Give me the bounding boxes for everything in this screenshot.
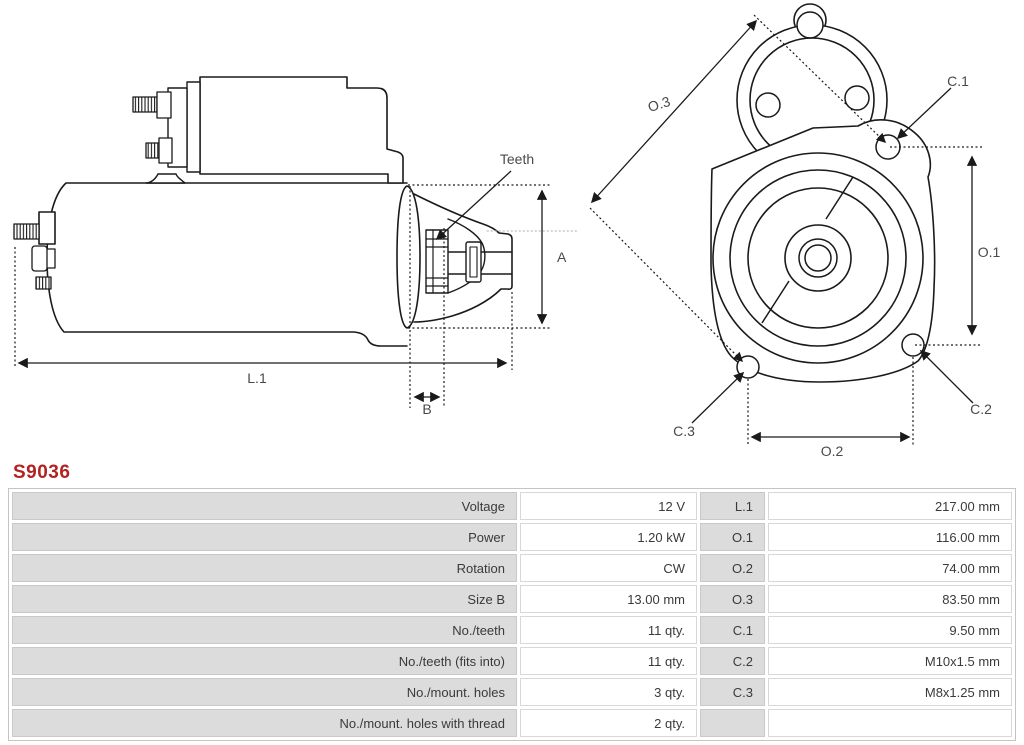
dim-c3-label: C.3 [673, 423, 695, 439]
spec-value-cell: 1.20 kW [520, 523, 697, 551]
dim-value-cell: 83.50 mm [768, 585, 1012, 613]
technical-drawing-area: Teeth A L.1 B [13, 3, 1001, 459]
dim-value-cell [768, 709, 1012, 737]
dim-value-cell: 9.50 mm [768, 616, 1012, 644]
spec-label-cell: No./mount. holes [12, 678, 517, 706]
dim-value-cell: 217.00 mm [768, 492, 1012, 520]
terminal-stud-small [35, 276, 52, 290]
solenoid-end-cap1 [186, 81, 201, 173]
solenoid-top-hole [796, 11, 824, 39]
c1-leader-line [896, 87, 952, 140]
dim-label-cell: O.2 [700, 554, 765, 582]
section-line-lower [761, 280, 790, 324]
dim-label-cell: C.2 [700, 647, 765, 675]
solenoid-side-hole-left [755, 92, 781, 118]
spec-value-cell: CW [520, 554, 697, 582]
spec-value-cell: 13.00 mm [520, 585, 697, 613]
terminal-nut [31, 245, 48, 272]
part-number: S9036 [13, 462, 71, 483]
housing-window [447, 218, 486, 294]
solenoid-body [199, 76, 404, 184]
solenoid-end-cap2 [167, 87, 188, 168]
solenoid-stud-lower-thread [145, 142, 160, 159]
side-view-dimensions [14, 170, 552, 408]
pinion-gear [425, 229, 449, 294]
dim-c1-label: C.1 [947, 73, 969, 89]
table-row: No./teeth 11 qty. C.1 9.50 mm [12, 616, 1012, 644]
table-row: No./mount. holes 3 qty. C.3 M8x1.25 mm [12, 678, 1012, 706]
solenoid-side-hole-right [844, 85, 870, 111]
table-row: Voltage 12 V L.1 217.00 mm [12, 492, 1012, 520]
dim-o1-label: O.1 [978, 244, 1001, 260]
spec-value-cell: 11 qty. [520, 616, 697, 644]
flange-face [396, 185, 421, 329]
spec-label-cell: No./teeth [12, 616, 517, 644]
c3-leader-line [691, 371, 745, 424]
c2-leader-line [919, 349, 974, 404]
solenoid-bracket [145, 173, 186, 184]
dim-a-label: A [557, 249, 567, 265]
spec-label-cell: Size B [12, 585, 517, 613]
solenoid-stud-upper-nut [156, 91, 172, 119]
dim-value-cell: M10x1.5 mm [768, 647, 1012, 675]
dim-l1-label: L.1 [247, 370, 267, 386]
mounting-flange-outline [710, 119, 936, 383]
dim-b-label: B [422, 401, 431, 417]
teeth-label: Teeth [500, 151, 534, 167]
teeth-leader-line [435, 170, 512, 241]
table-row: Size B 13.00 mm O.3 83.50 mm [12, 585, 1012, 613]
side-view-drawing [13, 76, 579, 347]
section-line-upper [825, 176, 854, 220]
dim-label-cell: O.3 [700, 585, 765, 613]
spec-value-cell: 2 qty. [520, 709, 697, 737]
table-row: No./teeth (fits into) 11 qty. C.2 M10x1.… [12, 647, 1012, 675]
starter-motor-drawing: Teeth A L.1 B [13, 3, 1001, 459]
front-view-dimensions [589, 14, 982, 446]
spec-value-cell: 3 qty. [520, 678, 697, 706]
solenoid-stud-upper-thread [132, 96, 158, 113]
dim-label-cell: L.1 [700, 492, 765, 520]
spec-value-cell: 11 qty. [520, 647, 697, 675]
spec-value-cell: 12 V [520, 492, 697, 520]
solenoid-stud-lower-nut [158, 137, 173, 164]
spec-label-cell: No./mount. holes with thread [12, 709, 517, 737]
dim-line-o3 [590, 19, 758, 204]
table-row: Rotation CW O.2 74.00 mm [12, 554, 1012, 582]
dim-label-cell: C.1 [700, 616, 765, 644]
flange-concentric-circles [712, 152, 924, 364]
dim-o3-label: O.3 [646, 93, 672, 115]
dim-value-cell: M8x1.25 mm [768, 678, 1012, 706]
dim-label-cell [700, 709, 765, 737]
dim-label-cell: C.3 [700, 678, 765, 706]
spec-label-cell: Voltage [12, 492, 517, 520]
spec-label-cell: Rotation [12, 554, 517, 582]
table-row: Power 1.20 kW O.1 116.00 mm [12, 523, 1012, 551]
dim-value-cell: 74.00 mm [768, 554, 1012, 582]
motor-body [46, 182, 408, 347]
terminal-bracket [38, 211, 56, 245]
front-view-drawing [710, 3, 936, 383]
spec-table: Voltage 12 V L.1 217.00 mm Power 1.20 kW… [8, 488, 1016, 741]
dim-value-cell: 116.00 mm [768, 523, 1012, 551]
table-row: No./mount. holes with thread 2 qty. [12, 709, 1012, 737]
spec-label-cell: No./teeth (fits into) [12, 647, 517, 675]
terminal-stud-thread [13, 223, 40, 240]
dim-c2-label: C.2 [970, 401, 992, 417]
shaft-collar-inner [469, 246, 478, 278]
dim-o2-label: O.2 [821, 443, 844, 459]
spec-label-cell: Power [12, 523, 517, 551]
dim-label-cell: O.1 [700, 523, 765, 551]
